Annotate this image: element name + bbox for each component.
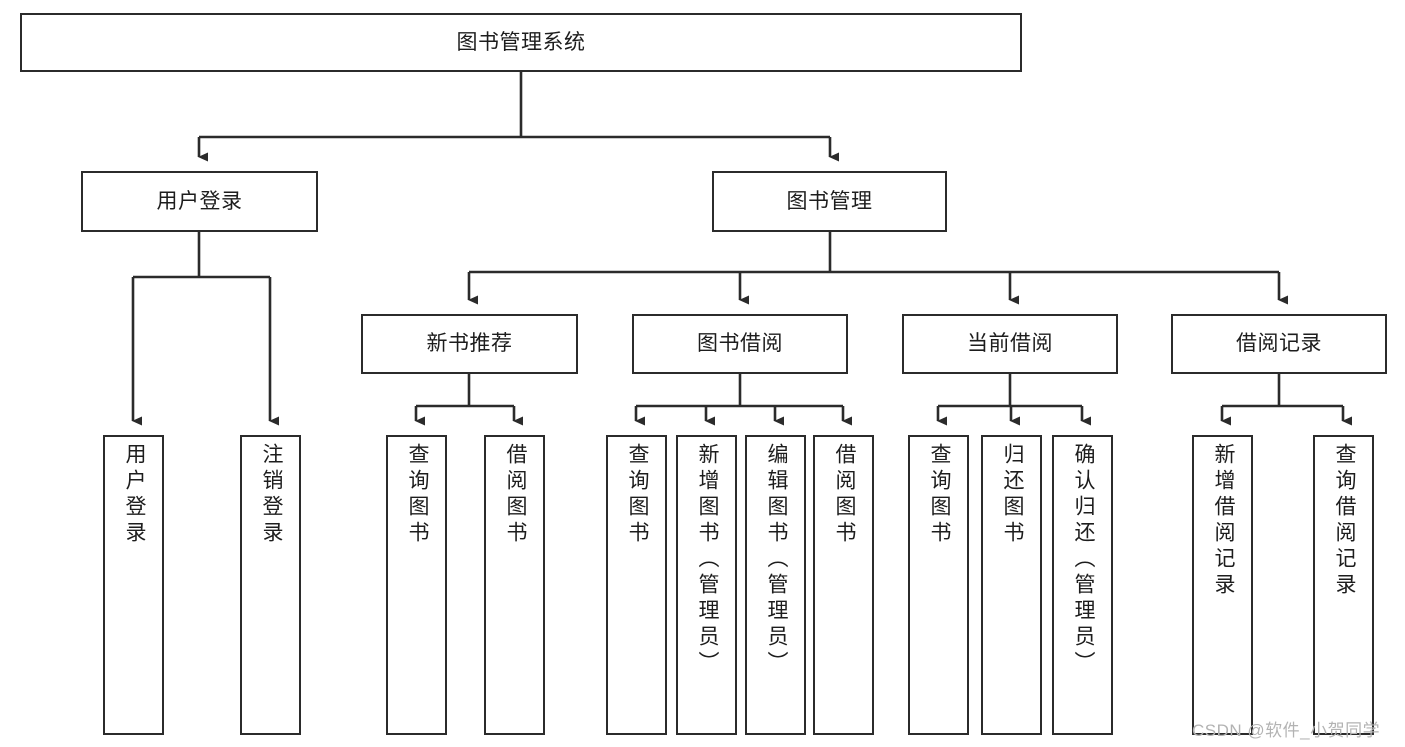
leaf-add-book-admin[interactable]: 新增图书（管理员）: [676, 435, 737, 735]
leaf-user-login-label: 用户登录: [123, 443, 146, 547]
leaf-borrow-book-newbook-label: 借阅图书: [504, 443, 527, 547]
leaf-edit-book-admin-label: 编辑图书（管理员）: [765, 443, 788, 677]
node-root-label: 图书管理系统: [456, 30, 586, 54]
leaf-borrow-book-newbook[interactable]: 借阅图书: [484, 435, 545, 735]
leaf-query-book-borrow[interactable]: 查询图书: [606, 435, 667, 735]
leaf-query-book-current[interactable]: 查询图书: [908, 435, 969, 735]
node-borrow-records-label: 借阅记录: [1236, 332, 1322, 356]
leaf-lend-book-label: 借阅图书: [833, 443, 856, 547]
node-current-borrow[interactable]: 当前借阅: [902, 314, 1118, 374]
leaf-add-borrow-record-label: 新增借阅记录: [1212, 443, 1235, 599]
leaf-confirm-return-admin[interactable]: 确认归还（管理员）: [1052, 435, 1113, 735]
leaf-logout-label: 注销登录: [260, 443, 283, 547]
node-user-login-label: 用户登录: [156, 189, 243, 213]
node-book-borrow[interactable]: 图书借阅: [632, 314, 848, 374]
leaf-confirm-return-admin-label: 确认归还（管理员）: [1072, 443, 1095, 677]
node-borrow-records[interactable]: 借阅记录: [1171, 314, 1387, 374]
leaf-query-borrow-record[interactable]: 查询借阅记录: [1313, 435, 1374, 735]
node-current-borrow-label: 当前借阅: [967, 332, 1053, 356]
leaf-add-borrow-record[interactable]: 新增借阅记录: [1192, 435, 1253, 735]
node-user-login[interactable]: 用户登录: [81, 171, 318, 232]
node-book-management-label: 图书管理: [786, 189, 873, 213]
node-book-borrow-label: 图书借阅: [697, 332, 783, 356]
node-new-book-recommend-label: 新书推荐: [426, 332, 513, 356]
leaf-logout[interactable]: 注销登录: [240, 435, 301, 735]
leaf-query-book-newbook-label: 查询图书: [406, 443, 429, 547]
leaf-return-book[interactable]: 归还图书: [981, 435, 1042, 735]
node-new-book-recommend[interactable]: 新书推荐: [361, 314, 578, 374]
leaf-query-borrow-record-label: 查询借阅记录: [1333, 443, 1356, 599]
leaf-lend-book[interactable]: 借阅图书: [813, 435, 874, 735]
leaf-user-login[interactable]: 用户登录: [103, 435, 164, 735]
leaf-query-book-current-label: 查询图书: [928, 443, 951, 547]
node-book-management[interactable]: 图书管理: [712, 171, 947, 232]
leaf-edit-book-admin[interactable]: 编辑图书（管理员）: [745, 435, 806, 735]
leaf-query-book-borrow-label: 查询图书: [626, 443, 649, 547]
leaf-return-book-label: 归还图书: [1001, 443, 1024, 547]
csdn-watermark: CSDN @软件_小贺同学: [1192, 721, 1381, 740]
leaf-query-book-newbook[interactable]: 查询图书: [386, 435, 447, 735]
node-root[interactable]: 图书管理系统: [20, 13, 1022, 72]
leaf-add-book-admin-label: 新增图书（管理员）: [696, 443, 719, 677]
